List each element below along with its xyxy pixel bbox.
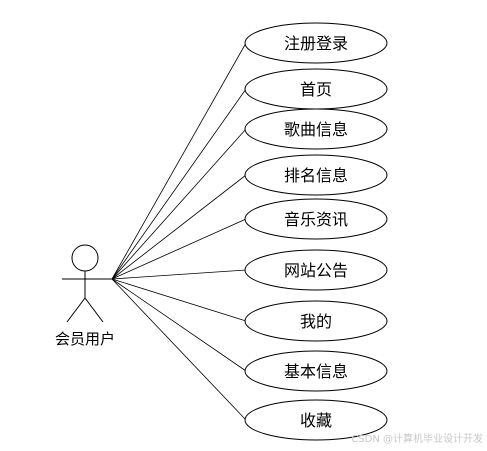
use-case-site-announcement: 网站公告 [244, 249, 388, 291]
use-case-label: 网站公告 [284, 261, 348, 280]
association-line-mine [111, 278, 247, 322]
use-case-label: 收藏 [300, 411, 332, 430]
use-case-label: 注册登录 [284, 34, 348, 53]
association-line-basic-info [111, 278, 247, 372]
association-line-site-announcement [111, 269, 247, 280]
association-line-favorites [111, 278, 247, 421]
use-case-label: 我的 [300, 312, 332, 331]
use-case-label: 排名信息 [284, 166, 348, 185]
actor-head [71, 244, 99, 272]
use-cases: 注册登录 首页 歌曲信息 排名信息 音乐资讯 网站公告 我的 基本信息 [244, 22, 388, 441]
watermark-text: CSDN @计算机毕业设计开发 [351, 432, 483, 445]
use-case-label: 首页 [300, 80, 332, 99]
use-case-mine: 我的 [244, 300, 388, 342]
actor-right-leg [84, 297, 104, 323]
use-case-label: 歌曲信息 [284, 120, 348, 139]
use-case-favorites: 收藏 [244, 399, 388, 441]
use-case-song-info: 歌曲信息 [244, 108, 388, 150]
actor-stick-figure [62, 244, 112, 323]
use-case-music-news: 音乐资讯 [244, 198, 388, 240]
association-line-song-info [111, 128, 247, 280]
use-case-register-login: 注册登录 [244, 22, 388, 64]
use-case-basic-info: 基本信息 [244, 350, 388, 392]
use-case-home: 首页 [244, 68, 388, 110]
association-line-music-news [111, 218, 247, 280]
actor-label: 会员用户 [55, 330, 115, 348]
use-case-label: 基本信息 [284, 362, 348, 381]
association-line-ranking-info [111, 174, 247, 280]
use-case-label: 音乐资讯 [284, 210, 348, 229]
use-case-ranking-info: 排名信息 [244, 154, 388, 196]
association-line-register-login [111, 42, 247, 280]
actor-left-leg [66, 297, 86, 323]
association-lines [111, 42, 247, 421]
association-line-home [111, 88, 247, 280]
